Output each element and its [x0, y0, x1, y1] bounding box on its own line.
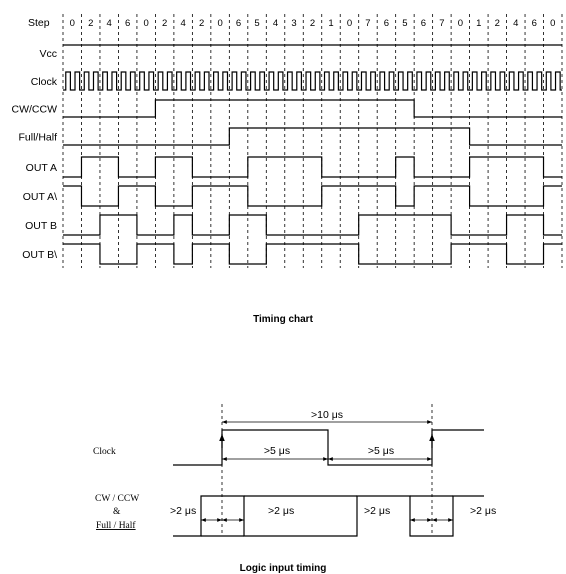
logic-timing-caption: Logic input timing [240, 563, 327, 574]
hold-1-label: >2 μs [268, 505, 294, 517]
step-header: Step [28, 17, 50, 29]
cw-ccw-label: CW / CCW [95, 494, 139, 504]
step-number: 4 [273, 18, 278, 29]
step-number: 2 [495, 18, 500, 29]
step-number: 0 [458, 18, 463, 29]
step-number: 4 [180, 18, 185, 29]
step-number: 0 [70, 18, 75, 29]
period-label: >10 μs [311, 409, 343, 421]
low-time-label: >5 μs [368, 445, 394, 457]
step-number: 6 [125, 18, 130, 29]
step-number: 7 [365, 18, 370, 29]
step-number: 0 [347, 18, 352, 29]
step-numbers: 0 2 4 6 0 2 4 2 0 6 5 4 3 2 1 0 7 6 5 6 7 0 1 2 4 6 0 [70, 18, 556, 29]
signal-label: Clock [31, 76, 58, 88]
setup-2-label: >2 μs [364, 505, 390, 517]
step-number: 2 [88, 18, 93, 29]
signal-label: OUT B [25, 220, 57, 232]
clock-waveform [173, 429, 484, 466]
step-number: 6 [236, 18, 241, 29]
step-number: 5 [254, 18, 259, 29]
signal-waveform [63, 214, 562, 236]
high-time-label: >5 μs [264, 445, 290, 457]
clock-label: Clock [93, 447, 116, 457]
signal-waveform [63, 243, 562, 265]
signal-label: OUT B\ [22, 249, 57, 261]
step-number: 6 [421, 18, 426, 29]
timing-chart: Step 0 2 4 6 0 2 4 2 0 6 5 4 3 2 1 0 7 6 5 6 7 0 1 2 4 6 0 VccCloc… [12, 14, 563, 325]
cw-ccw-waveform-a [173, 495, 484, 537]
step-number: 1 [476, 18, 481, 29]
step-number: 4 [107, 18, 112, 29]
step-number: 0 [550, 18, 555, 29]
step-number: 6 [532, 18, 537, 29]
signal-label: Full/Half [18, 132, 57, 144]
signal-waveform [63, 156, 562, 178]
step-number: 6 [384, 18, 389, 29]
signal-label: OUT A\ [23, 191, 57, 203]
step-number: 0 [144, 18, 149, 29]
signal-waveform [63, 127, 562, 146]
timing-grid [62, 14, 563, 268]
step-number: 2 [162, 18, 167, 29]
timing-chart-caption: Timing chart [253, 314, 313, 325]
signal-waveforms [63, 44, 562, 265]
step-number: 5 [402, 18, 407, 29]
signal-label: CW/CCW [12, 104, 58, 116]
step-number: 7 [439, 18, 444, 29]
full-half-label: Full / Half [96, 520, 136, 531]
step-number: 3 [291, 18, 296, 29]
step-number: 2 [199, 18, 204, 29]
signal-waveform [63, 185, 562, 207]
ampersand-label: & [113, 507, 121, 517]
hold-2-label: >2 μs [470, 505, 496, 517]
logic-input-timing: Clock CW / CCW & Full / Half >10 μs >5 μ… [93, 404, 496, 574]
signal-label: Vcc [39, 48, 57, 60]
signal-waveform [63, 71, 562, 91]
step-number: 0 [217, 18, 222, 29]
step-number: 1 [328, 18, 333, 29]
setup-1-label: >2 μs [170, 505, 196, 517]
step-number: 2 [310, 18, 315, 29]
step-number: 4 [513, 18, 518, 29]
signal-waveform [63, 99, 562, 118]
signal-label: OUT A [26, 162, 57, 174]
